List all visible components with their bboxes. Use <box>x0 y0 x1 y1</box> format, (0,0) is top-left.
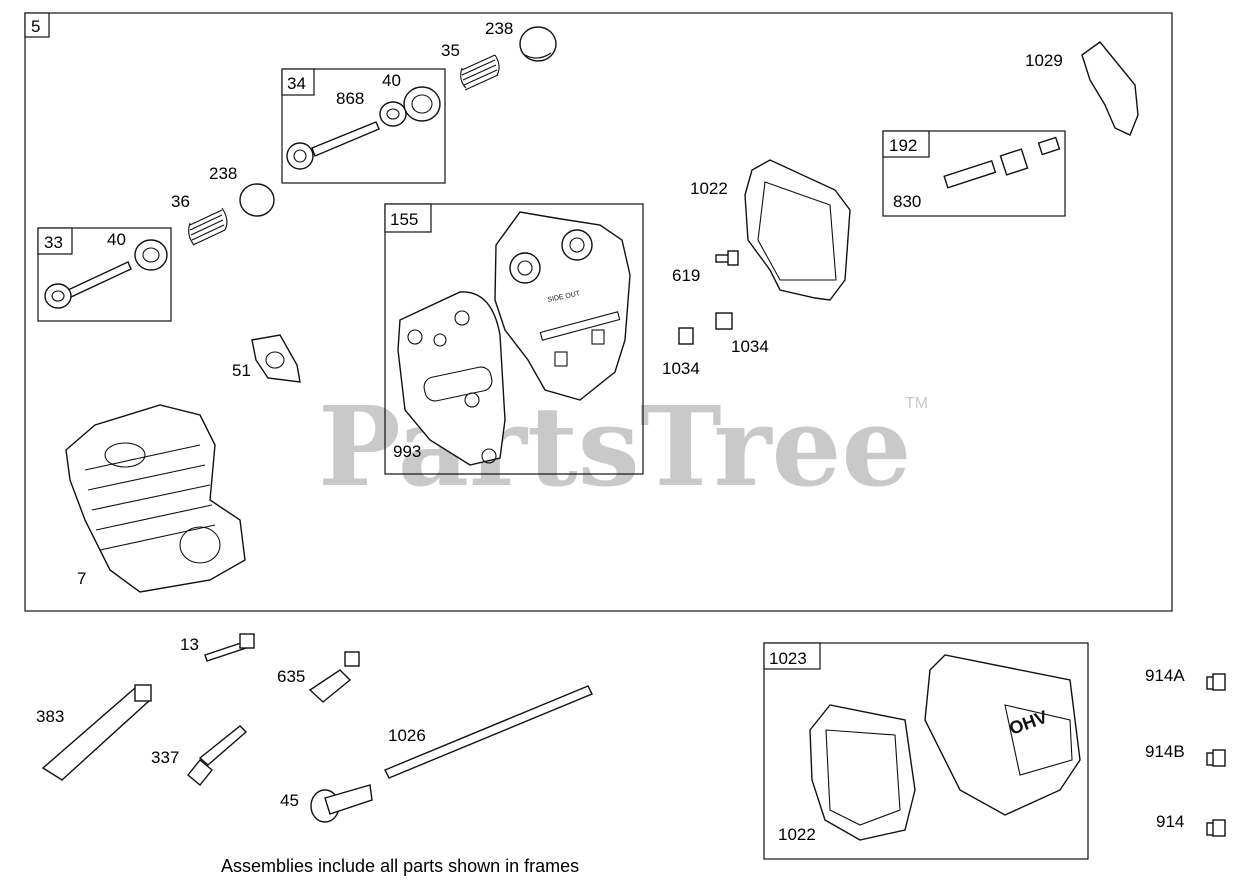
screw-914A-part[interactable] <box>1206 673 1226 691</box>
bolt-13-part[interactable] <box>204 633 255 662</box>
spark-plug-337-part[interactable] <box>187 725 248 786</box>
callout-914A[interactable]: 914A <box>1145 666 1185 685</box>
callout-830[interactable]: 830 <box>893 192 921 211</box>
intake-gasket-51-part[interactable] <box>251 334 301 383</box>
frame-valve-exhaust <box>281 68 446 184</box>
callout-45[interactable]: 45 <box>280 791 299 810</box>
push-rod-1026-part[interactable] <box>384 685 593 779</box>
cylinder-head-7-part[interactable] <box>65 404 246 593</box>
callout-383[interactable]: 383 <box>36 707 64 726</box>
head-gasket-part[interactable]: SIDE OUT <box>494 211 631 401</box>
clip-1034-b-part[interactable] <box>715 312 733 330</box>
retainer-40-left-part[interactable] <box>134 239 168 271</box>
valve-spring-36-part[interactable] <box>188 207 228 246</box>
tappet-45-part[interactable] <box>310 784 373 823</box>
frame-valve-intake-label[interactable]: 33 <box>44 233 63 252</box>
callout-914[interactable]: 914 <box>1156 812 1184 831</box>
rocker-guide-635-part[interactable] <box>308 651 360 703</box>
cover-gasket-1022-bottom-part[interactable] <box>809 704 916 841</box>
screw-914B-part[interactable] <box>1206 749 1226 767</box>
callout-619[interactable]: 619 <box>672 266 700 285</box>
exhaust-valve-34-part[interactable] <box>286 121 380 170</box>
valve-seal-868-part[interactable] <box>379 101 407 127</box>
callout-1034-b[interactable]: 1034 <box>731 337 769 356</box>
valve-cap-238-mid-part[interactable] <box>239 183 275 217</box>
callout-1022-top[interactable]: 1022 <box>690 179 728 198</box>
callout-337[interactable]: 337 <box>151 748 179 767</box>
frame-main-label[interactable]: 5 <box>31 17 40 36</box>
callout-238-top[interactable]: 238 <box>485 19 513 38</box>
footer-note: Assemblies include all parts shown in fr… <box>221 856 579 876</box>
callout-13[interactable]: 13 <box>180 635 199 654</box>
frame-valve-exhaust-label[interactable]: 34 <box>287 74 306 93</box>
frame-rocker-stud-tag <box>882 130 930 158</box>
frame-valve-cover <box>763 642 1089 860</box>
callout-1022-bottom[interactable]: 1022 <box>778 825 816 844</box>
frame-gasket-set-tag <box>384 203 432 233</box>
callout-868[interactable]: 868 <box>336 89 364 108</box>
callout-914B[interactable]: 914B <box>1145 742 1185 761</box>
callout-1034-a[interactable]: 1034 <box>662 359 700 378</box>
callout-635[interactable]: 635 <box>277 667 305 686</box>
callout-40-top[interactable]: 40 <box>382 71 401 90</box>
frame-gasket-set <box>384 203 644 475</box>
screw-619-part[interactable] <box>715 250 739 266</box>
callout-7[interactable]: 7 <box>77 569 86 588</box>
callout-36[interactable]: 36 <box>171 192 190 211</box>
callout-35[interactable]: 35 <box>441 41 460 60</box>
screw-914-part[interactable] <box>1206 819 1226 837</box>
frame-valve-cover-label[interactable]: 1023 <box>769 649 807 668</box>
callout-238-mid[interactable]: 238 <box>209 164 237 183</box>
gasket-993-part[interactable] <box>397 291 506 466</box>
callout-51[interactable]: 51 <box>232 361 251 380</box>
frame-valve-cover-tag <box>763 642 821 670</box>
callout-40-left[interactable]: 40 <box>107 230 126 249</box>
frame-valve-intake-tag <box>37 227 73 255</box>
frame-rocker-stud-label[interactable]: 192 <box>889 136 917 155</box>
frame-main <box>24 12 1173 612</box>
valve-cap-238-top-part[interactable] <box>519 26 557 62</box>
cover-gasket-1022-top-part[interactable] <box>744 159 851 301</box>
clip-1034-a-part[interactable] <box>678 327 694 345</box>
governor-arm-383-part[interactable] <box>41 684 152 781</box>
retainer-40-top-part[interactable] <box>403 86 441 122</box>
intake-valve-33-part[interactable] <box>44 261 132 309</box>
valve-spring-35-part[interactable] <box>460 54 500 91</box>
callout-1029[interactable]: 1029 <box>1025 51 1063 70</box>
valve-cover-part[interactable]: OHV <box>924 654 1081 816</box>
callout-993[interactable]: 993 <box>393 442 421 461</box>
callout-1026[interactable]: 1026 <box>388 726 426 745</box>
frame-valve-intake <box>37 227 172 322</box>
frame-gasket-set-label[interactable]: 155 <box>390 210 418 229</box>
rocker-stud-830-part[interactable] <box>943 136 1061 189</box>
frame-valve-exhaust-tag <box>281 68 315 96</box>
rocker-arm-1029-part[interactable] <box>1081 41 1139 136</box>
frame-main-tag <box>24 12 50 38</box>
watermark-trademark: TM <box>905 395 928 412</box>
frame-rocker-stud <box>882 130 1066 217</box>
